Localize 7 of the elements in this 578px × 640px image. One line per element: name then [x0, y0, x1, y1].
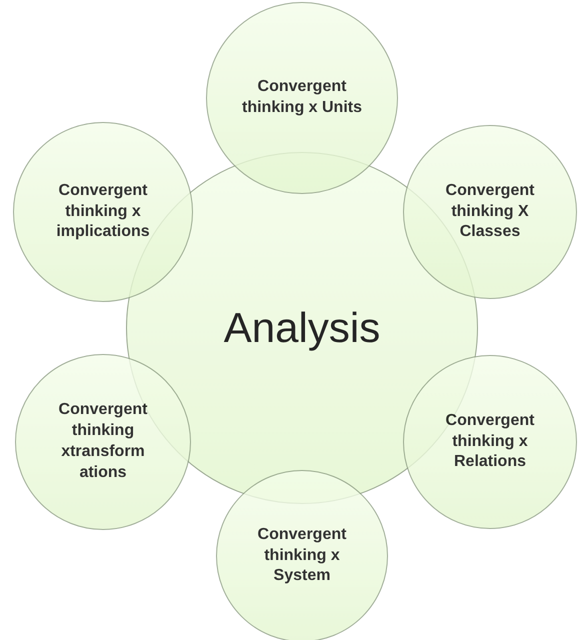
- node-label: Convergent thinking x implications: [55, 180, 151, 242]
- node-label: Convergent thinking xtransform ations: [58, 400, 148, 483]
- node-label: Convergent thinking X Classes: [444, 180, 536, 242]
- node-label: Convergent thinking x Units: [241, 77, 363, 118]
- node-label: Convergent thinking x Relations: [444, 410, 536, 472]
- node-label: Analysis: [224, 302, 380, 353]
- node-label: Convergent thinking x System: [256, 524, 348, 586]
